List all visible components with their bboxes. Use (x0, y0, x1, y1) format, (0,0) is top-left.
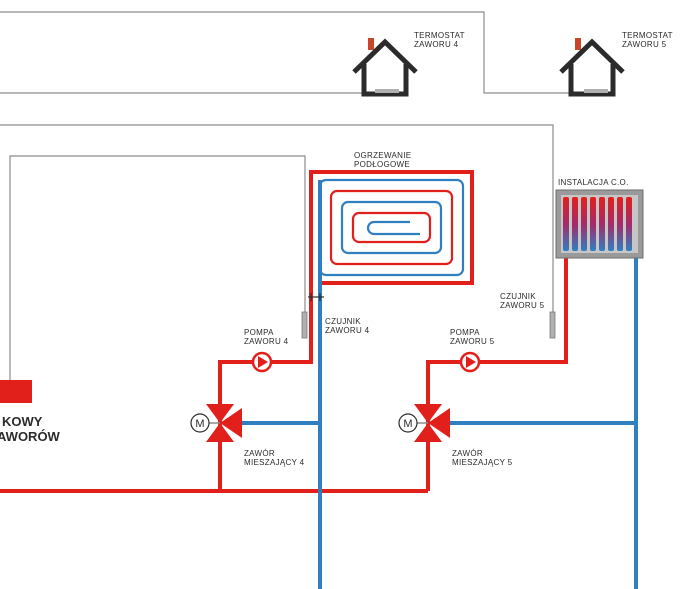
supply-riser-5 (426, 258, 568, 491)
temperature-sensor-icon (549, 311, 556, 339)
house-icon (559, 38, 625, 97)
thermostat-4-label-line2: ZAWORU 4 (414, 40, 459, 49)
temperature-sensor-icon (301, 311, 308, 339)
floor-heating-label-line2: PODŁOGOWE (354, 160, 410, 169)
house-roof (352, 38, 418, 74)
three-way-valve-icon: M (190, 404, 242, 442)
thermostat-5-label-line2: ZAWORU 5 (622, 40, 667, 49)
coil-inner-red (351, 211, 432, 244)
thermostat-device (375, 89, 399, 93)
motor-m-icon: M (190, 413, 210, 433)
valve-4-label-line1: ZAWÓR (244, 449, 275, 458)
pump-5-label-line1: POMPA (450, 328, 480, 337)
thermostat-4-label-line1: TERMOSTAT (414, 31, 465, 40)
chimney (368, 38, 374, 50)
sensor-5-label-line1: CZUJNIK (500, 292, 536, 301)
supply-riser-4 (218, 170, 474, 491)
motor-label: M (195, 418, 204, 430)
thermostat-5-label-line1: TERMOSTAT (622, 31, 673, 40)
pump-4-label-line2: ZAWORU 4 (244, 337, 289, 346)
house-walls (361, 64, 409, 97)
floor-heating-coil (318, 178, 465, 277)
pump-4-label-line1: POMPA (244, 328, 274, 337)
supply-piping (0, 170, 568, 493)
wire-sensor5 (0, 124, 554, 312)
return-piping (236, 180, 638, 589)
sensor-5-label-line2: ZAWORU 5 (500, 301, 545, 310)
thermostat-device (584, 89, 608, 93)
sensor-4-label-line1: CZUJNIK (325, 317, 361, 326)
control-wiring (0, 11, 578, 380)
coil-center-blue (366, 220, 420, 236)
radiator-icon (555, 189, 644, 259)
house-walls (568, 64, 616, 97)
pump-5-label-line2: ZAWORU 5 (450, 337, 495, 346)
house-roof (559, 38, 625, 74)
thermostat-4: TERMOSTAT ZAWORU 4 (352, 31, 465, 97)
motor-label: M (403, 418, 412, 430)
radiator-fins (563, 197, 632, 251)
sensor-connection-marks (308, 293, 324, 301)
wire-thermostat5 (0, 11, 578, 94)
coil-mid-red (329, 189, 454, 266)
valve-5-label-line1: ZAWÓR (452, 449, 483, 458)
wire-sensor4 (9, 155, 306, 380)
three-way-valve-icon: M (398, 404, 450, 442)
valve-5-label-line2: MIESZAJĄCY 5 (452, 458, 513, 467)
sensor-4-label-line2: ZAWORU 4 (325, 326, 370, 335)
thermostat-5: TERMOSTAT ZAWORU 5 (559, 31, 673, 97)
chimney (575, 38, 581, 50)
controller-label-line1: KOWY (2, 414, 43, 429)
motor-m-icon: M (398, 413, 418, 433)
installation-label: INSTALACJA C.O. (558, 178, 629, 187)
floor-heating-label-line1: OGRZEWANIE (354, 151, 411, 160)
pump-icon (459, 351, 481, 373)
house-icon (352, 38, 418, 97)
controller-box (0, 380, 32, 403)
coil-mid-blue (340, 200, 443, 255)
valve-4-label-line2: MIESZAJĄCY 4 (244, 458, 305, 467)
pump-icon (251, 351, 273, 373)
controller-label-line2: AWORÓW (0, 429, 61, 444)
